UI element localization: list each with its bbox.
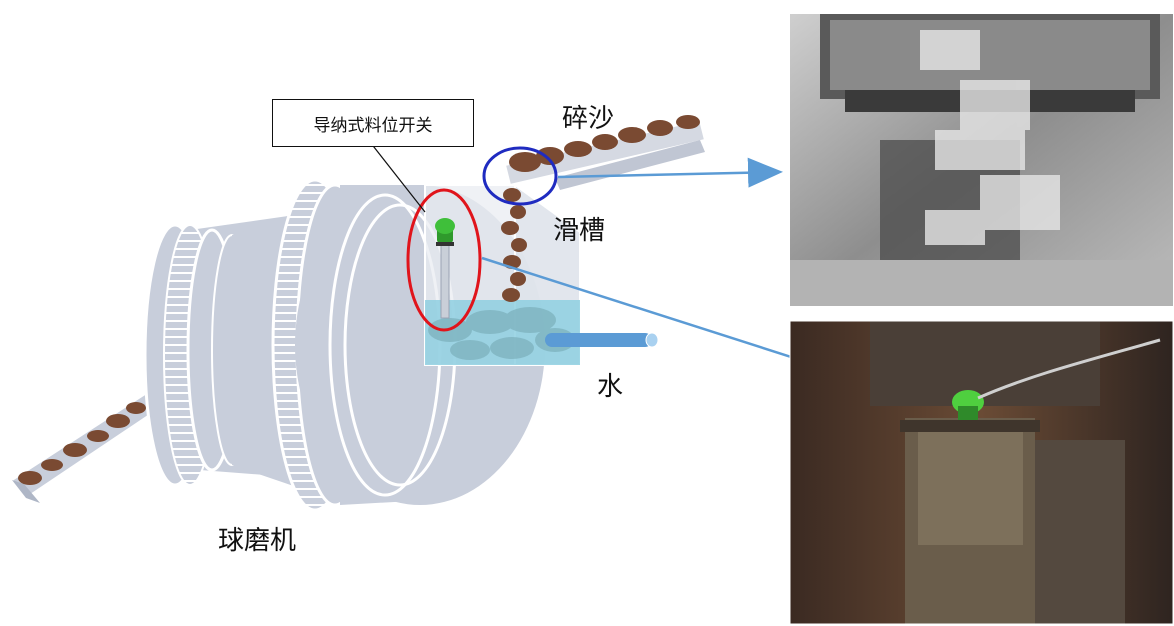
chute-inlet-highlight-ellipse xyxy=(482,146,558,206)
water-label: 水 xyxy=(597,372,624,402)
ball-mill xyxy=(143,178,545,512)
water-pipe xyxy=(545,332,659,348)
level-switch-sensor-icon xyxy=(435,218,455,319)
level-switch-label: 导纳式料位开关 xyxy=(272,99,474,147)
sensor-highlight-ellipse xyxy=(406,188,482,332)
chute-label: 滑槽 xyxy=(553,216,606,246)
photo-installed-sensor xyxy=(789,320,1174,625)
inlet-trough xyxy=(10,390,162,503)
photo-chute-falling-sand xyxy=(790,14,1173,306)
falling-sand xyxy=(501,188,527,302)
crushed-sand-label: 碎沙 xyxy=(562,104,615,134)
label-leader-line xyxy=(369,141,426,213)
arrow-icon xyxy=(557,157,783,188)
ball-mill-label: 球磨机 xyxy=(218,526,297,556)
